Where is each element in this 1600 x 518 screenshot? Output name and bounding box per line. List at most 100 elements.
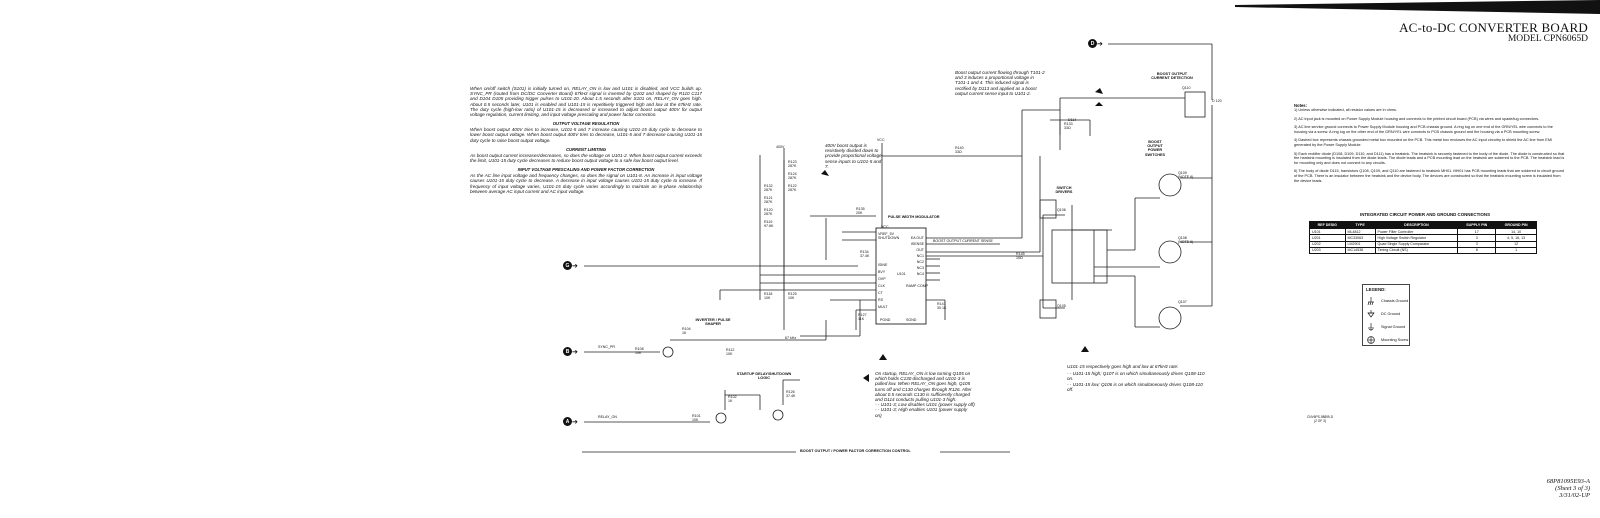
port-a: A ➔: [563, 417, 578, 426]
net-label-relay: RELAY_ON: [598, 415, 617, 419]
page-title: AC-to-DC CONVERTER BOARD: [1399, 20, 1588, 35]
legend-item: Chassis Ground: [1367, 297, 1409, 306]
ic-top-pin: VCC: [881, 225, 889, 229]
legend-item: Signal Ground: [1367, 323, 1409, 332]
section-power-factor: INPUT VOLTAGE PRESCALING AND POWER FACTO…: [470, 167, 702, 194]
note-item: 3) AC line service ground connects to Po…: [1294, 125, 1553, 134]
net-label-d120: D 120: [1212, 99, 1222, 103]
ic-pin: CLK: [878, 284, 885, 288]
table-header-row: REF DESIG TYPE DESCRIPTION SUPPLY PIN GR…: [1309, 221, 1537, 230]
doc-number: 68P81095E93-A: [1546, 478, 1590, 485]
annotation-current-sense: Boost output current flowing through T10…: [955, 70, 1045, 96]
component-label: Q107: [1178, 300, 1187, 304]
net-label-67khz: 67 kHz: [785, 336, 797, 340]
section-heading: CURRENT LIMITING: [565, 146, 606, 152]
drawing-ref: CNV6PS-98899-D (2 OF 3): [1307, 415, 1334, 423]
ic-pin: CT: [878, 291, 883, 295]
chassis-ground-icon: [1367, 297, 1374, 306]
arrow-right-icon: ➔: [572, 348, 578, 356]
revision-date: 3/31/02-UP: [1559, 492, 1590, 499]
column-header: TYPE: [1344, 221, 1376, 230]
component-label: Q110: [1182, 86, 1191, 90]
arrow-right-icon: ➔: [1097, 40, 1103, 48]
column-header: SUPPLY PIN: [1457, 221, 1497, 230]
section-title: BOOST OUTPUT / POWER FACTOR CORRECTION C…: [800, 449, 911, 453]
net-label-400v: 400V: [776, 145, 785, 149]
mounting-screw-icon: [1367, 336, 1375, 344]
column-header: REF DESIG: [1309, 221, 1346, 230]
ic-pin: RS: [878, 298, 883, 302]
label-inverter: INVERTER / PULSE SHAPER: [695, 318, 731, 327]
component-label: Q105: [1057, 304, 1066, 308]
label-current-sense-net: BOOST OUTPUT CURRENT SENSE: [933, 239, 993, 243]
ic-pin: PGND: [880, 318, 891, 322]
footer-block: 68P81095E93-A (Sheet 3 of 3) 3/31/02-UP: [1547, 478, 1590, 499]
legend-item: Mounting Screw: [1367, 336, 1409, 344]
port-bubble: G: [563, 261, 572, 270]
section-heading: INPUT VOLTAGE PRESCALING AND POWER FACTO…: [517, 167, 655, 173]
ic-pin: NC1: [916, 254, 924, 258]
sheet-number: (Sheet 3 of 3): [1555, 485, 1590, 492]
ic-pin: OVP: [878, 277, 886, 281]
port-bubble: A: [563, 417, 572, 426]
port-d: D ➔: [1088, 39, 1103, 48]
port-g: G ➔: [563, 261, 578, 270]
dc-ground-icon: [1367, 310, 1375, 318]
note-item: 1) Unless otherwise indicated, all resis…: [1294, 108, 1397, 112]
section-text: When boost output 400V tries to increase…: [470, 127, 702, 143]
description-intro: When on/off switch (S101) is initially t…: [470, 86, 702, 118]
section-output-voltage: OUTPUT VOLTAGE REGULATION When boost out…: [470, 121, 702, 143]
note-item: 6) The body of diode D115, transistors Q…: [1294, 169, 1564, 183]
ic-pin: NC2: [916, 260, 924, 264]
component-label: Q106: [1057, 208, 1066, 212]
label-startup: STARTUP DELAY/SHUTDOWN LOGIC: [736, 372, 792, 381]
port-bubble: B: [563, 347, 572, 356]
legend-item: DC Ground: [1367, 310, 1409, 318]
section-text: As boost output current increases/decrea…: [470, 152, 702, 164]
label-pwm: PULSE WIDTH MODULATOR: [888, 215, 940, 219]
section-heading: OUTPUT VOLTAGE REGULATION: [552, 121, 620, 127]
ic-table-block: INTEGRATED CIRCUIT POWER AND GROUND CONN…: [1305, 212, 1545, 254]
notes-title: Notes:: [1294, 103, 1308, 108]
column-header: DESCRIPTION: [1374, 221, 1459, 230]
note-item: 4) Dashed box represents chassis grounde…: [1294, 138, 1553, 147]
component-label: Q109(NOTE 6): [1178, 171, 1194, 179]
ic-pin: ISINE: [878, 263, 888, 267]
arrow-right-icon: ➔: [572, 262, 578, 270]
label-power-switches: BOOST OUTPUT POWER SWITCHES: [1144, 140, 1166, 157]
ic-pin: RAMP COMP: [906, 284, 929, 288]
ic-pin: MULT: [878, 305, 888, 309]
arrow-right-icon: ➔: [572, 418, 578, 426]
legend-title: LEGEND:: [1366, 287, 1386, 292]
ic-pin: NC4: [916, 272, 924, 276]
ic-pin: ISENSE: [910, 242, 924, 246]
legend-box: LEGEND: Chassis Ground DC Ground Signal …: [1362, 284, 1410, 346]
ic-left-pins: VREF_5V SHUTDOWN ISINE BVY OVP CLK CT RS…: [878, 232, 899, 309]
notes-block: Notes: 1) Unless otherwise indicated, al…: [1294, 103, 1566, 187]
ic-table-title: INTEGRATED CIRCUIT POWER AND GROUND CONN…: [1359, 212, 1490, 217]
ic-pin: SGND: [906, 318, 917, 322]
section-current-limiting: CURRENT LIMITING As boost output current…: [470, 147, 702, 163]
ic-pin: EA OUT: [910, 236, 924, 240]
component-label: D114: [1068, 118, 1077, 122]
model-number: MODEL CPN6065D: [1507, 34, 1588, 44]
